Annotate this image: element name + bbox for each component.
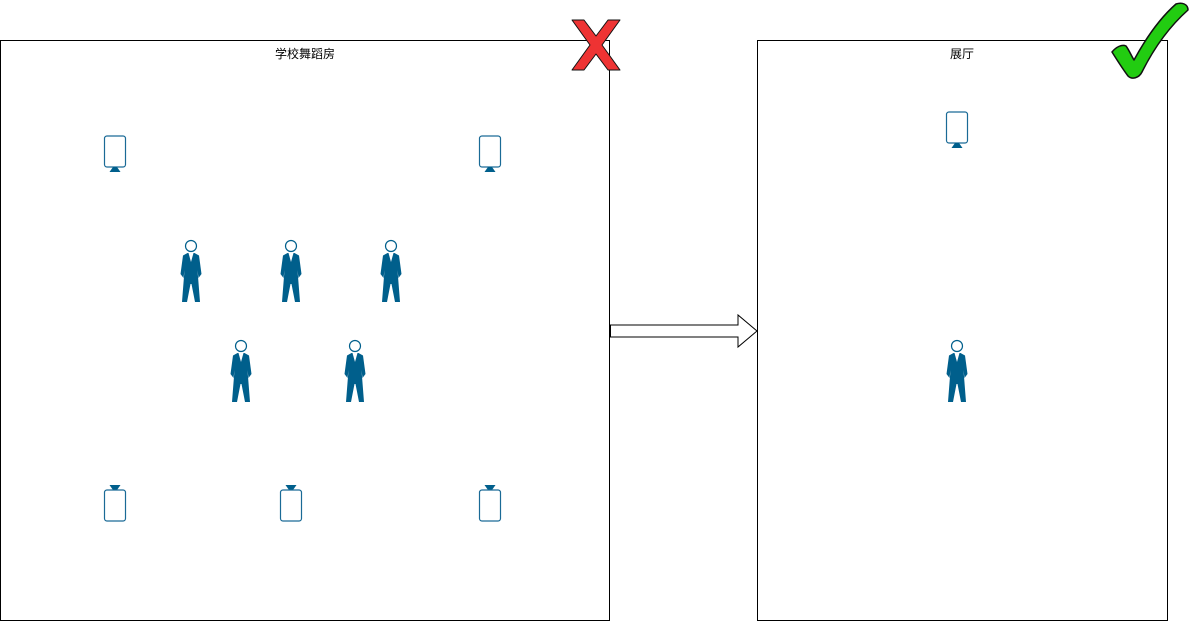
camera-device-bottom-left [103, 484, 127, 522]
camera-device-single [945, 111, 969, 149]
left-panel: 学校舞蹈房 [0, 40, 610, 621]
camera-device-bottom-center [279, 484, 303, 522]
red-x-cross-icon [571, 19, 621, 71]
camera-device-top-left [103, 135, 127, 173]
transition-arrow [610, 313, 758, 349]
left-panel-title: 学校舞蹈房 [275, 46, 335, 61]
camera-device-top-right [478, 135, 502, 173]
green-check-mark-icon [1111, 2, 1189, 79]
left-panel-frame [0, 40, 610, 621]
right-panel: 展厅 [757, 40, 1168, 621]
camera-device-bottom-right [478, 484, 502, 522]
right-panel-title: 展厅 [950, 47, 974, 61]
